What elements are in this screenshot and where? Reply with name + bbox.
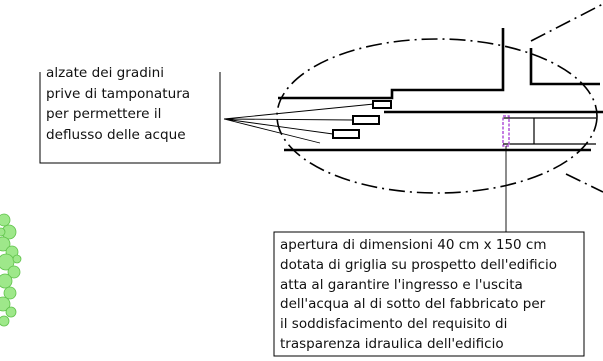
stair-riser-2 — [352, 115, 380, 125]
opening-note-line: trasparenza idraulica dell'edificio — [280, 335, 504, 352]
steps-note-line: alzate dei gradini — [46, 65, 165, 81]
opening-note-line: apertura di dimensioni 40 cm x 150 cm — [280, 237, 547, 253]
stair-riser-3 — [332, 129, 360, 139]
slab-bottom — [378, 114, 503, 142]
opening-note-frame — [273, 231, 585, 357]
vegetation — [0, 213, 22, 327]
opening-note-line: dell'acqua al di sotto del fabbricato pe… — [280, 296, 546, 313]
opening-note-line: il soddisfacimento del requisito di — [280, 316, 508, 333]
callout-leader-top — [530, 3, 603, 42]
steps-note-frame — [39, 72, 221, 164]
opening-note: apertura di dimensioni 40 cm x 150 cm do… — [280, 236, 557, 355]
detail-callout-ellipse — [276, 38, 598, 194]
steps-note-line: per permettere il — [46, 106, 162, 122]
steps-note-line: deflusso delle acque — [46, 126, 186, 143]
wall-upper-step — [278, 28, 505, 100]
wall-right-pier — [529, 48, 600, 86]
steps-leader-lines — [223, 103, 375, 144]
steps-note: alzate dei gradini prive di tamponatura … — [46, 63, 190, 145]
opening-note-line: atta al garantire l'ingresso e l'uscita — [280, 276, 523, 293]
steps-note-line: prive di tamponatura — [46, 85, 191, 102]
opening-note-line: dotata di griglia su prospetto dell'edif… — [280, 256, 558, 273]
grate-opening — [502, 115, 510, 147]
stair-riser-1 — [372, 100, 392, 109]
callout-leader-bottom — [565, 173, 603, 193]
